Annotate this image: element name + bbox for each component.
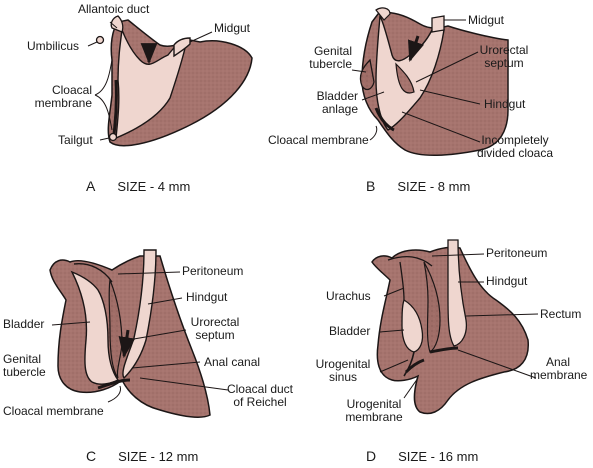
label-cloacal-duct-line2: of Reichel (233, 395, 287, 409)
panel-c-cloacal-membrane (97, 378, 131, 390)
label-incompletely-divided-line1: Incompletely (481, 133, 549, 147)
label-cloacal-membrane-a-line2: membrane (34, 96, 92, 110)
panel-b-urorectal-septum (395, 62, 415, 94)
label-incompletely-divided-line2: divided cloaca (476, 146, 554, 160)
label-midgut-b: Midgut (468, 13, 505, 27)
label-bladder-anlage-line2: anlage (321, 102, 358, 116)
label-anal-membrane-line2: membrane (530, 368, 588, 382)
panel-d-urogenital-sinus (403, 351, 415, 377)
label-tailgut: Tailgut (58, 133, 93, 147)
label-urogenital-membrane-line1: Urogenital (346, 397, 402, 411)
caption-d-size: SIZE - 16 mm (398, 449, 479, 464)
panel-a-midgut-tube (173, 37, 191, 58)
panel-d-urachus (399, 261, 405, 301)
caption-panel-d: D SIZE - 16 mm (366, 448, 478, 464)
label-genital-tubercle-c: Genital tubercle (3, 353, 46, 379)
panel-a-tailgut (108, 132, 118, 142)
label-urorectal-septum-c-line2: septum (195, 328, 235, 342)
label-urogenital-sinus-line2: sinus (328, 370, 357, 384)
panel-d-drawing (371, 239, 539, 415)
panel-d-anal-membrane (429, 346, 459, 354)
panel-b-allantoic-top (375, 7, 391, 21)
panel-a-allantoic (110, 15, 124, 33)
caption-a-size: SIZE - 4 mm (117, 179, 191, 194)
caption-b-letter: B (366, 178, 376, 194)
panel-b-midgut-tube (431, 15, 445, 33)
label-cloacal-duct-line1: Cloacal duct (226, 382, 294, 396)
label-genital-tubercle-b: Genital tubercle (300, 45, 352, 71)
label-urorectal-septum-c-line1: Urorectal (190, 315, 240, 329)
panel-c-direction-arrow (118, 329, 136, 359)
label-genital-tubercle-b-line1: Genital (313, 44, 352, 58)
panel-b-direction-arrow (408, 35, 424, 62)
label-hindgut-d: Hindgut (486, 274, 528, 288)
label-urorectal-septum-c: Urorectal septum (184, 316, 246, 342)
label-urorectal-septum-b-line1: Urorectal (479, 43, 529, 57)
panel-d-rectum-lumen (447, 239, 468, 347)
panel-c-bladder-lumen (70, 270, 120, 385)
label-cloacal-membrane-a-line1: Cloacal (51, 83, 92, 97)
panel-a-cloacal-membrane (112, 79, 118, 135)
label-cloacal-membrane-b: Cloacal membrane (268, 133, 369, 147)
label-urogenital-membrane: Urogenital membrane (338, 398, 410, 424)
label-rectum: Rectum (540, 307, 582, 321)
label-urogenital-membrane-line2: membrane (345, 410, 403, 424)
label-urorectal-septum-b-line2: septum (484, 56, 524, 70)
label-peritoneum-d: Peritoneum (486, 246, 548, 260)
label-bladder-anlage: Bladder anlage (300, 90, 358, 116)
label-bladder-c: Bladder (3, 317, 45, 331)
label-anal-canal: Anal canal (204, 355, 261, 369)
label-hindgut-c: Hindgut (186, 290, 228, 304)
label-urorectal-septum-b: Urorectal septum (468, 44, 540, 70)
caption-b-size: SIZE - 8 mm (397, 179, 471, 194)
label-hindgut-b: Hindgut (484, 97, 526, 111)
panel-b-cloacal-membrane (374, 107, 395, 132)
label-umbilicus: Umbilicus (27, 39, 80, 53)
label-urogenital-sinus: Urogenital sinus (308, 358, 378, 384)
panel-c-peritoneum-line (73, 263, 113, 283)
label-cloacal-membrane-c: Cloacal membrane (3, 404, 104, 418)
caption-panel-a: A SIZE - 4 mm (86, 178, 190, 194)
label-bladder-anlage-line1: Bladder (316, 89, 358, 103)
panel-c-drawing (49, 249, 229, 418)
label-cloacal-duct-reichel: Cloacal duct of Reichel (222, 383, 298, 409)
label-anal-membrane-line1: Anal (545, 355, 571, 369)
caption-panel-b: B SIZE - 8 mm (366, 178, 470, 194)
panel-d-urogenital-membrane (404, 358, 425, 374)
panel-b-drawing (351, 7, 509, 157)
label-anal-membrane: Anal membrane (530, 355, 588, 382)
label-genital-tubercle-b-line2: tubercle (309, 57, 352, 71)
panel-a-drawing (87, 15, 253, 147)
label-allantoic-duct: Allantoic duct (78, 2, 150, 16)
caption-c-size: SIZE - 12 mm (118, 449, 199, 464)
label-genital-tubercle-c-line1: Genital (3, 352, 42, 366)
panel-d-peritoneum-line (387, 255, 433, 267)
caption-d-letter: D (366, 448, 377, 464)
label-genital-tubercle-c-line2: tubercle (3, 365, 46, 379)
label-urogenital-sinus-line1: Urogenital (315, 357, 371, 371)
label-peritoneum-c: Peritoneum (182, 264, 244, 278)
panel-b-genital-tubercle (359, 58, 375, 91)
label-urachus: Urachus (326, 289, 371, 303)
label-cloacal-membrane-a: Cloacal membrane (30, 84, 92, 110)
caption-panel-c: C SIZE - 12 mm (86, 448, 198, 464)
panel-b-lumen (375, 13, 445, 131)
label-incompletely-divided-cloaca: Incompletely divided cloaca (472, 134, 558, 160)
label-midgut-a: Midgut (214, 21, 251, 35)
panel-a-umbilicus (95, 35, 105, 45)
label-bladder-d: Bladder (329, 324, 371, 338)
caption-a-letter: A (86, 178, 96, 194)
caption-c-letter: C (86, 448, 97, 464)
